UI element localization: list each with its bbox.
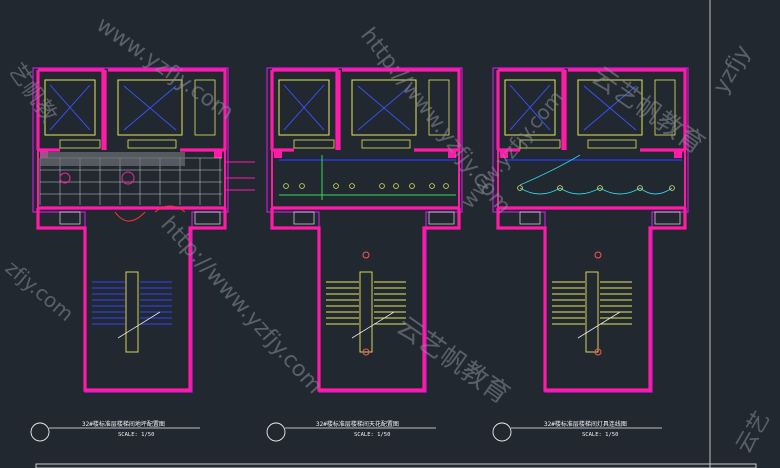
column [500, 150, 508, 158]
plan-scale: SCALE: 1/50 [582, 432, 618, 438]
wall-stair-enclosure [36, 208, 227, 392]
wall-left-shaft [38, 68, 105, 150]
light-fixture [594, 251, 602, 259]
light-fixture [362, 251, 370, 259]
column [448, 150, 456, 158]
downlight [409, 183, 415, 189]
plan-title-block-2: 32#楼标准层楼梯间天花配置图 SCALE: 1/50 [266, 420, 436, 442]
elevator-car-1 [278, 79, 330, 136]
downlight [443, 183, 449, 189]
small-room [59, 211, 81, 225]
elevator-car-2 [577, 79, 643, 136]
plan-outline [492, 67, 689, 393]
elevator-cross-2 [583, 85, 637, 131]
elevator-car-2 [117, 79, 183, 136]
downlight [379, 183, 385, 189]
plan-title-block-3: 32#楼标准层楼梯间灯具连线图 SCALE: 1/50 [492, 420, 662, 442]
elevator-door-1 [293, 139, 335, 149]
wall-left-shaft [272, 68, 339, 150]
elevator-cross-1 [49, 84, 91, 131]
elevator-car-2 [351, 79, 417, 136]
title-circle [30, 422, 50, 442]
title-circle [266, 422, 286, 442]
plan-title: 32#楼标准层楼梯间天花配置图 [316, 420, 399, 428]
elevator-cross-2 [357, 85, 411, 131]
drawing-frame-bottom [35, 463, 757, 468]
floor-plan-2 [266, 67, 463, 393]
wall-right-shaft [342, 68, 461, 150]
downlight [517, 185, 523, 191]
downlight [283, 183, 289, 189]
shaft-side [428, 79, 450, 136]
small-room [428, 211, 455, 225]
column [214, 150, 222, 158]
stair-arrow [117, 311, 161, 339]
downlight [669, 185, 675, 191]
stair-well [585, 271, 599, 353]
stair-well [125, 271, 139, 353]
stair-arrow [351, 311, 395, 339]
watermark-corner: yzfjy [709, 41, 756, 98]
elevator-door-2 [587, 139, 637, 149]
plan-scale: SCALE: 1/50 [354, 432, 390, 438]
elevator-cross-2 [123, 85, 177, 131]
stair-arrow [577, 311, 621, 339]
small-room [519, 211, 541, 225]
watermark-url: http://www.yzfjy.com [156, 212, 328, 399]
downlight [637, 185, 643, 191]
door-swing [114, 211, 146, 222]
wall-stair-enclosure [496, 208, 687, 392]
floor-plan-1 [32, 67, 255, 393]
elevator-door-1 [519, 139, 561, 149]
plan-title: 32#楼标准层楼梯间地坪配置图 [82, 420, 165, 428]
plan-outline [266, 67, 463, 393]
downlight [349, 183, 355, 189]
plan-scale: SCALE: 1/50 [118, 432, 154, 438]
downlight [557, 185, 563, 191]
floor-medallion [121, 171, 135, 185]
downlight [333, 183, 339, 189]
watermark-corner: 云艺 [732, 407, 776, 458]
elevator-cross-1 [283, 84, 325, 131]
title-circle [492, 422, 512, 442]
wall-right-shaft [108, 68, 227, 150]
downlight [299, 183, 305, 189]
wall-right-shaft [568, 68, 687, 150]
wiring-arc [519, 154, 581, 186]
watermark-brand: 云艺帆教育 [391, 311, 515, 410]
floor-hatch-band [40, 152, 185, 166]
elevator-cross-1 [509, 84, 551, 131]
shaft-side [194, 79, 216, 136]
light-fixture [594, 348, 602, 356]
floor-plan-3 [492, 67, 689, 393]
stair-well [359, 271, 373, 353]
elevator-door-2 [361, 139, 411, 149]
light-fixture [362, 348, 370, 356]
floor-medallion [59, 172, 71, 184]
shaft-side [654, 79, 676, 136]
column [674, 150, 682, 158]
small-room [194, 211, 221, 225]
downlight [429, 183, 435, 189]
column [274, 150, 282, 158]
door-swing [154, 205, 186, 213]
elevator-door-2 [127, 139, 177, 149]
wiring-arc [519, 187, 673, 195]
downlight [597, 185, 603, 191]
downlight [393, 183, 399, 189]
wall-left-shaft [498, 68, 565, 150]
elevator-car-1 [504, 79, 556, 136]
small-room [654, 211, 681, 225]
plan-outline [32, 67, 229, 393]
watermark-brand: 云艺帆教育 [586, 61, 710, 160]
watermark-left-url: zfjy.com [1, 255, 79, 326]
elevator-door-1 [59, 139, 101, 149]
elevator-car-1 [44, 79, 96, 136]
plan-title-block-1: 32#楼标准层楼梯间地坪配置图 SCALE: 1/50 [30, 420, 200, 442]
wall-stair-enclosure [270, 208, 461, 392]
plan-title: 32#楼标准层楼梯间灯具连线图 [544, 420, 627, 428]
small-room [293, 211, 315, 225]
